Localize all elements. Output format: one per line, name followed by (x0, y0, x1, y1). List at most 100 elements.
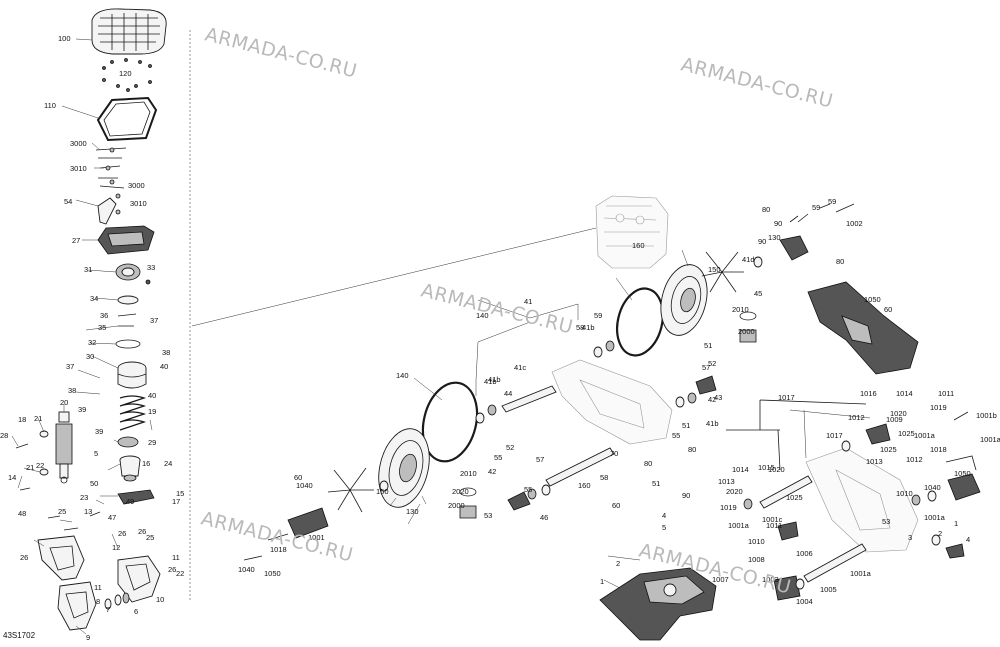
callout-label: 1025 (880, 445, 897, 454)
callout-label: 1018 (270, 545, 287, 554)
callout-label: 160 (578, 481, 591, 490)
callout-label: 41c (514, 363, 526, 372)
callout-label: 33 (147, 263, 155, 272)
link-plate-part (117, 489, 155, 505)
callout-label: 1040 (296, 481, 313, 490)
callout-label: 1012 (848, 413, 865, 422)
callout-label: 1006 (796, 549, 813, 558)
callout-label: 55 (524, 485, 532, 494)
bearing-2000-right (739, 311, 757, 343)
callout-label: 1025 (786, 493, 803, 502)
dark-bracket-1002 (807, 281, 919, 375)
callout-label: 1002 (846, 219, 863, 228)
cover-part (91, 8, 167, 55)
callout-label: 57 (536, 455, 544, 464)
callout-label: 1050 (864, 295, 881, 304)
callout-label: 38 (162, 348, 170, 357)
clutch-seal-left (421, 381, 479, 463)
nut-part (145, 279, 151, 285)
pins-part (117, 313, 137, 327)
o-ring-part (115, 339, 141, 349)
left-column-assembly (15, 8, 167, 631)
callout-label: 46 (540, 513, 548, 522)
callout-label: 1013 (718, 477, 735, 486)
callout-label: 70 (610, 449, 618, 458)
base-mount-part (119, 455, 141, 482)
callout-label: 1004 (796, 597, 813, 606)
watermark-1: ARMADA-CO.RU (203, 24, 360, 83)
callout-label: 26 (168, 565, 176, 574)
callout-label: 1017 (778, 393, 795, 402)
callout-label: 50 (90, 479, 98, 488)
callout-label: 80 (762, 205, 770, 214)
callout-label: 58 (600, 473, 608, 482)
callout-label: 1020 (890, 409, 907, 418)
callout-label: 19 (148, 407, 156, 416)
callout-label: 130 (406, 507, 419, 516)
callout-label: 41b (484, 377, 497, 386)
seat-part (117, 436, 139, 448)
clutch-seal-right (616, 287, 664, 357)
callout-label: 1001a (924, 513, 946, 522)
callout-label: 130 (768, 233, 781, 242)
callout-label: 1040 (238, 565, 255, 574)
callout-label: 12 (112, 543, 120, 552)
clutch-cover-left (378, 428, 430, 508)
callout-label: 90 (682, 491, 690, 500)
callout-label: 20 (60, 398, 68, 407)
callout-label: 2010 (732, 305, 749, 314)
bearing-rings (379, 256, 763, 500)
frame-ghost-center (551, 359, 673, 445)
callout-label: 22 (36, 461, 44, 470)
small-bolts (15, 430, 101, 531)
bracket-43 (507, 491, 531, 511)
callout-label: 9 (86, 633, 90, 642)
callout-label: 59 (828, 197, 836, 206)
callout-label: 2020 (452, 487, 469, 496)
callout-label: 140 (396, 371, 409, 380)
callout-label: 1013 (866, 457, 883, 466)
callout-label: 13 (84, 507, 92, 516)
engine-ghost-outline (595, 195, 669, 269)
callout-label: 28 (0, 431, 8, 440)
callout-label: 53 (484, 511, 492, 520)
callout-label: 21 (26, 463, 34, 472)
screws-150-right (701, 251, 744, 293)
callout-label: 5 (94, 449, 98, 458)
callout-label: 1014 (896, 389, 913, 398)
callout-label: 11 (94, 583, 102, 592)
callout-label: 2 (938, 529, 942, 538)
callout-label: 1001c (762, 515, 783, 524)
callout-label: 100 (58, 34, 71, 43)
spring-housing-59-upper (779, 203, 855, 261)
screws-cluster (102, 58, 152, 92)
callout-label: 41b (488, 375, 501, 384)
bracket-44 (695, 375, 717, 395)
callout-label: 1001a (728, 521, 750, 530)
callout-label: 18 (18, 415, 26, 424)
callout-label: 57 (702, 363, 710, 372)
callout-label: 21 (34, 414, 42, 423)
callout-label: 1001b (976, 411, 997, 420)
spring-housing-59-lower (243, 507, 329, 561)
callout-label: 58 (576, 323, 584, 332)
callout-label: 41d (742, 255, 755, 264)
callout-label: 26 (20, 553, 28, 562)
callout-label: 55 (494, 453, 502, 462)
callout-label: 1017 (826, 431, 843, 440)
callout-label: 1016 (860, 389, 877, 398)
callout-label: 25 (58, 507, 66, 516)
callout-label: 1019 (720, 503, 737, 512)
callout-label: 2010 (460, 469, 477, 478)
callout-label: 32 (88, 338, 96, 347)
watermark-2: ARMADA-CO.RU (679, 54, 836, 113)
callout-label: 26 (118, 529, 126, 538)
callout-label: 3000 (70, 139, 87, 148)
shaft-41d (545, 447, 615, 487)
callout-label: 49 (126, 497, 134, 506)
reference-code: 43S1702 (3, 631, 36, 640)
callout-label: 22 (176, 569, 184, 578)
callout-label: 1009 (886, 415, 903, 424)
